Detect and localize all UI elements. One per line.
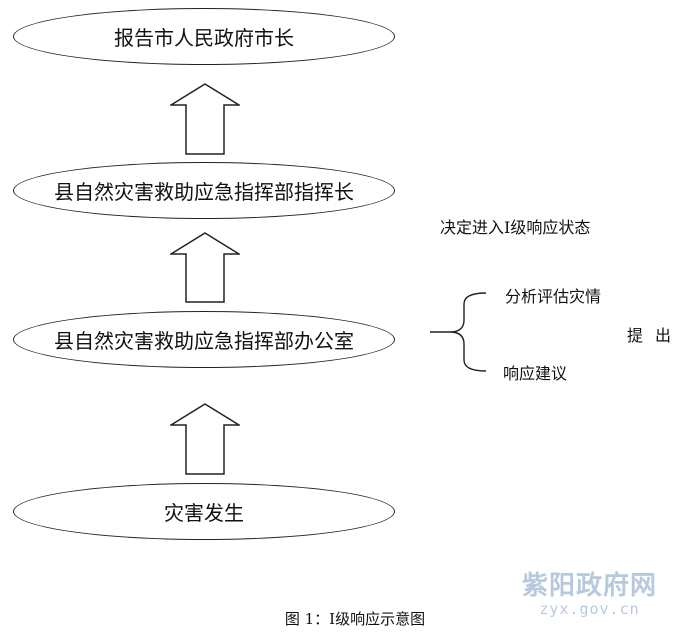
brace-connector: [430, 292, 487, 372]
decision-note: 决定进入Ⅰ级响应状态: [440, 218, 591, 237]
analysis-note: 分析评估灾情: [505, 287, 602, 306]
watermark-title: 紫阳政府网: [522, 571, 658, 601]
watermark-url: zyx.gov.cn: [539, 600, 640, 618]
node-label: 县自然灾害救助应急指挥部指挥长: [54, 180, 354, 204]
site-watermark: 紫阳政府网 zyx.gov.cn: [522, 565, 657, 618]
node-command-office: 县自然灾害救助应急指挥部办公室: [13, 311, 395, 368]
node-label: 灾害发生: [164, 501, 244, 525]
up-arrow-icon: [170, 403, 240, 475]
propose-note: 提出: [627, 326, 684, 345]
node-disaster-occurs: 灾害发生: [13, 483, 395, 540]
node-commander-in-chief: 县自然灾害救助应急指挥部指挥长: [13, 162, 395, 219]
node-label: 县自然灾害救助应急指挥部办公室: [54, 329, 354, 353]
up-arrow-icon: [170, 232, 240, 303]
figure-caption: 图 1：Ⅰ级响应示意图: [284, 610, 426, 628]
advice-note: 响应建议: [503, 364, 568, 383]
node-mayor-report: 报告市人民政府市长: [13, 8, 395, 65]
node-label: 报告市人民政府市长: [114, 26, 294, 50]
up-arrow-icon: [170, 83, 240, 155]
